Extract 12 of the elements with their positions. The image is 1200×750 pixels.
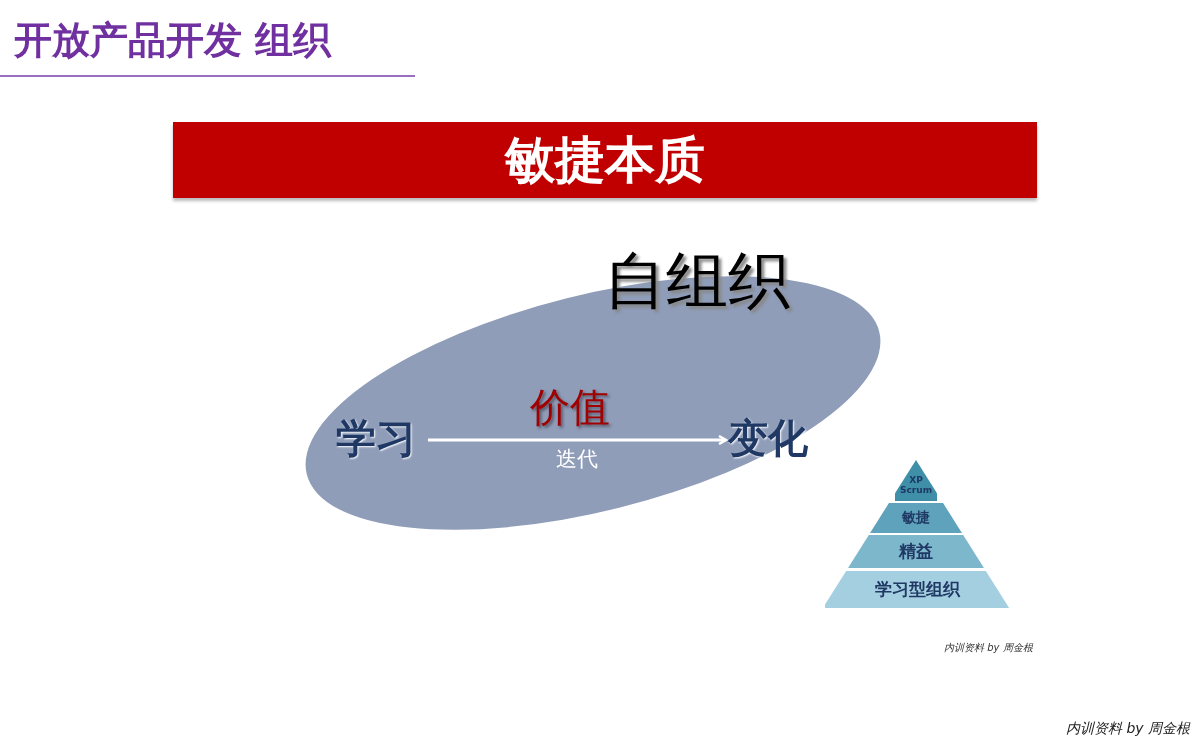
value-label: 价值: [530, 383, 610, 432]
arrow: [428, 434, 728, 446]
footer-note: 内训资料 by 周金根: [1066, 720, 1191, 738]
pyramid-tier: 学习型组织: [825, 571, 1010, 608]
pyramid-tier: 敏捷: [870, 503, 962, 533]
pyramid-tier: 精益: [848, 535, 984, 568]
source-note: 内训资料 by 周金根: [944, 641, 1033, 655]
page-title: 开放产品开发 组织: [14, 18, 332, 62]
edge-label: 迭代: [555, 446, 599, 473]
pyramid-tier: XP Scrum: [895, 460, 937, 501]
concept-word: 学习: [330, 413, 422, 463]
title-banner: 敏捷本质: [173, 122, 1037, 198]
